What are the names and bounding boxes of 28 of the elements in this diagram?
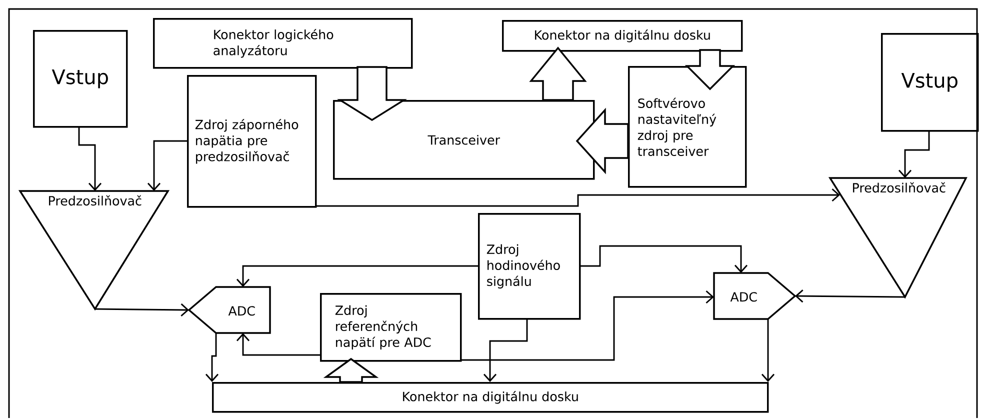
block-arrow [576,108,629,174]
block-arrow [684,49,736,90]
connector-box: Konektor logického analyzátoru [153,18,413,69]
block-box: Softvérovo nastaviteľný zdroj pre transceiver [628,66,747,188]
connector-box: Konektor na digitálnu dosku [212,382,769,413]
adc-block: ADC [713,272,796,320]
arrow [579,245,748,273]
arrow [795,290,905,303]
input-box: Vstup [881,33,979,132]
block-box: Zdroj záporného napätia pre predzosilňovač [187,75,317,208]
input-box: Vstup [33,30,128,128]
arrow [95,303,189,316]
connector-box: Konektor na digitálnu dosku [502,20,743,52]
arrow [460,290,714,361]
block-box: Zdroj referenčných napätí pre ADC [320,293,462,362]
block-arrow [529,46,587,101]
arrow [761,319,775,382]
block-box: Zdroj hodinového signálu [478,213,581,320]
arrow [898,130,930,178]
arrow [205,333,219,382]
block-arrow [336,66,408,122]
arrow [236,265,478,287]
arrow [483,318,528,382]
arrow [147,140,187,191]
block-arrow [323,358,379,383]
arrow [236,333,320,356]
arrow [315,188,840,207]
arrow [78,126,102,191]
